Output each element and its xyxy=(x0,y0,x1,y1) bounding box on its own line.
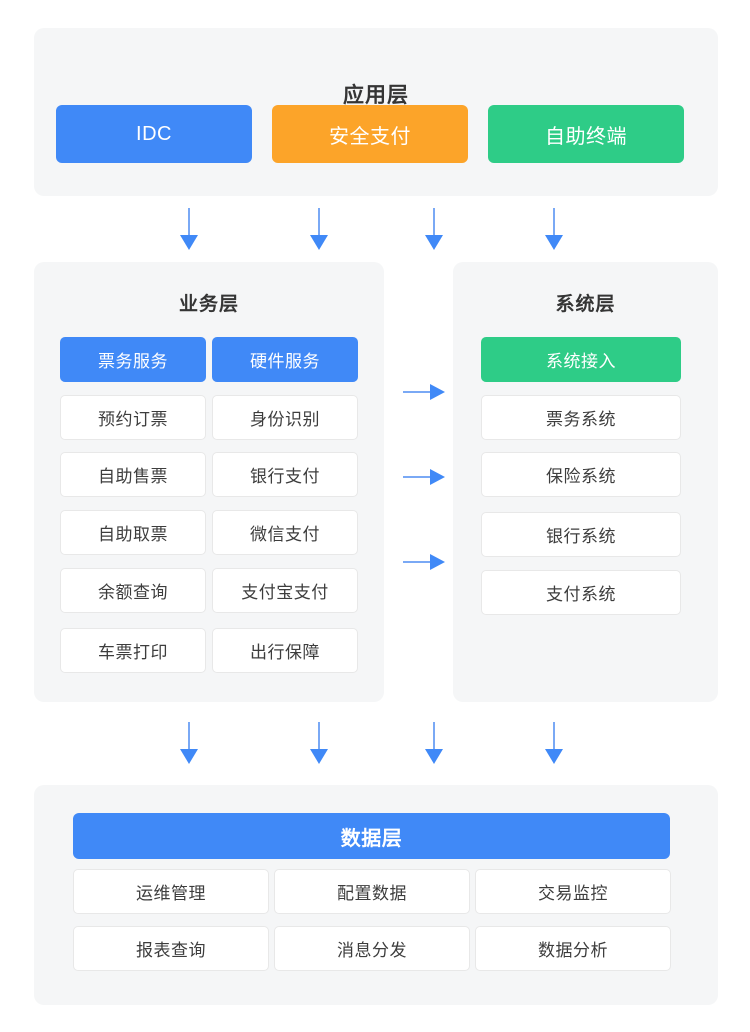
sys-header-system-access[interactable]: 系统接入 xyxy=(481,337,681,382)
arrow-down-8 xyxy=(543,722,565,766)
data-layer-title-bar[interactable]: 数据层 xyxy=(73,813,670,859)
arrow-down-2 xyxy=(308,208,330,252)
arrow-right-3 xyxy=(403,552,447,572)
biz-item-alipay-payment[interactable]: 支付宝支付 xyxy=(212,568,358,613)
biz-item-ticket-printing[interactable]: 车票打印 xyxy=(60,628,206,673)
arrow-down-5 xyxy=(178,722,200,766)
data-item-report-query[interactable]: 报表查询 xyxy=(73,926,269,971)
data-item-message-dispatch[interactable]: 消息分发 xyxy=(274,926,470,971)
data-item-ops-management[interactable]: 运维管理 xyxy=(73,869,269,914)
biz-item-identity-recognition[interactable]: 身份识别 xyxy=(212,395,358,440)
data-item-data-analysis[interactable]: 数据分析 xyxy=(475,926,671,971)
sys-item-bank-system[interactable]: 银行系统 xyxy=(481,512,681,557)
sys-item-payment-system[interactable]: 支付系统 xyxy=(481,570,681,615)
arrow-down-3 xyxy=(423,208,445,252)
arrow-down-6 xyxy=(308,722,330,766)
business-layer-title: 业务层 xyxy=(178,294,239,315)
app-chip-secure-payment[interactable]: 安全支付 xyxy=(272,105,468,163)
arrow-down-7 xyxy=(423,722,445,766)
app-chip-idc[interactable]: IDC xyxy=(56,105,252,163)
biz-header-ticket-service[interactable]: 票务服务 xyxy=(60,337,206,382)
data-item-config-data[interactable]: 配置数据 xyxy=(274,869,470,914)
arrow-down-4 xyxy=(543,208,565,252)
system-layer-title: 系统层 xyxy=(555,294,616,315)
biz-item-self-ticketing[interactable]: 自助售票 xyxy=(60,452,206,497)
application-layer-title: 应用层 xyxy=(343,84,409,107)
biz-item-balance-query[interactable]: 余额查询 xyxy=(60,568,206,613)
biz-header-hardware-service[interactable]: 硬件服务 xyxy=(212,337,358,382)
biz-item-wechat-payment[interactable]: 微信支付 xyxy=(212,510,358,555)
data-item-transaction-monitoring[interactable]: 交易监控 xyxy=(475,869,671,914)
arrow-down-1 xyxy=(178,208,200,252)
app-chip-self-service-terminal[interactable]: 自助终端 xyxy=(488,105,684,163)
biz-item-bank-payment[interactable]: 银行支付 xyxy=(212,452,358,497)
sys-item-insurance-system[interactable]: 保险系统 xyxy=(481,452,681,497)
biz-item-self-pickup[interactable]: 自助取票 xyxy=(60,510,206,555)
sys-item-ticketing-system[interactable]: 票务系统 xyxy=(481,395,681,440)
arrow-right-1 xyxy=(403,382,447,402)
biz-item-reservation[interactable]: 预约订票 xyxy=(60,395,206,440)
biz-item-travel-guarantee[interactable]: 出行保障 xyxy=(212,628,358,673)
arrow-right-2 xyxy=(403,467,447,487)
